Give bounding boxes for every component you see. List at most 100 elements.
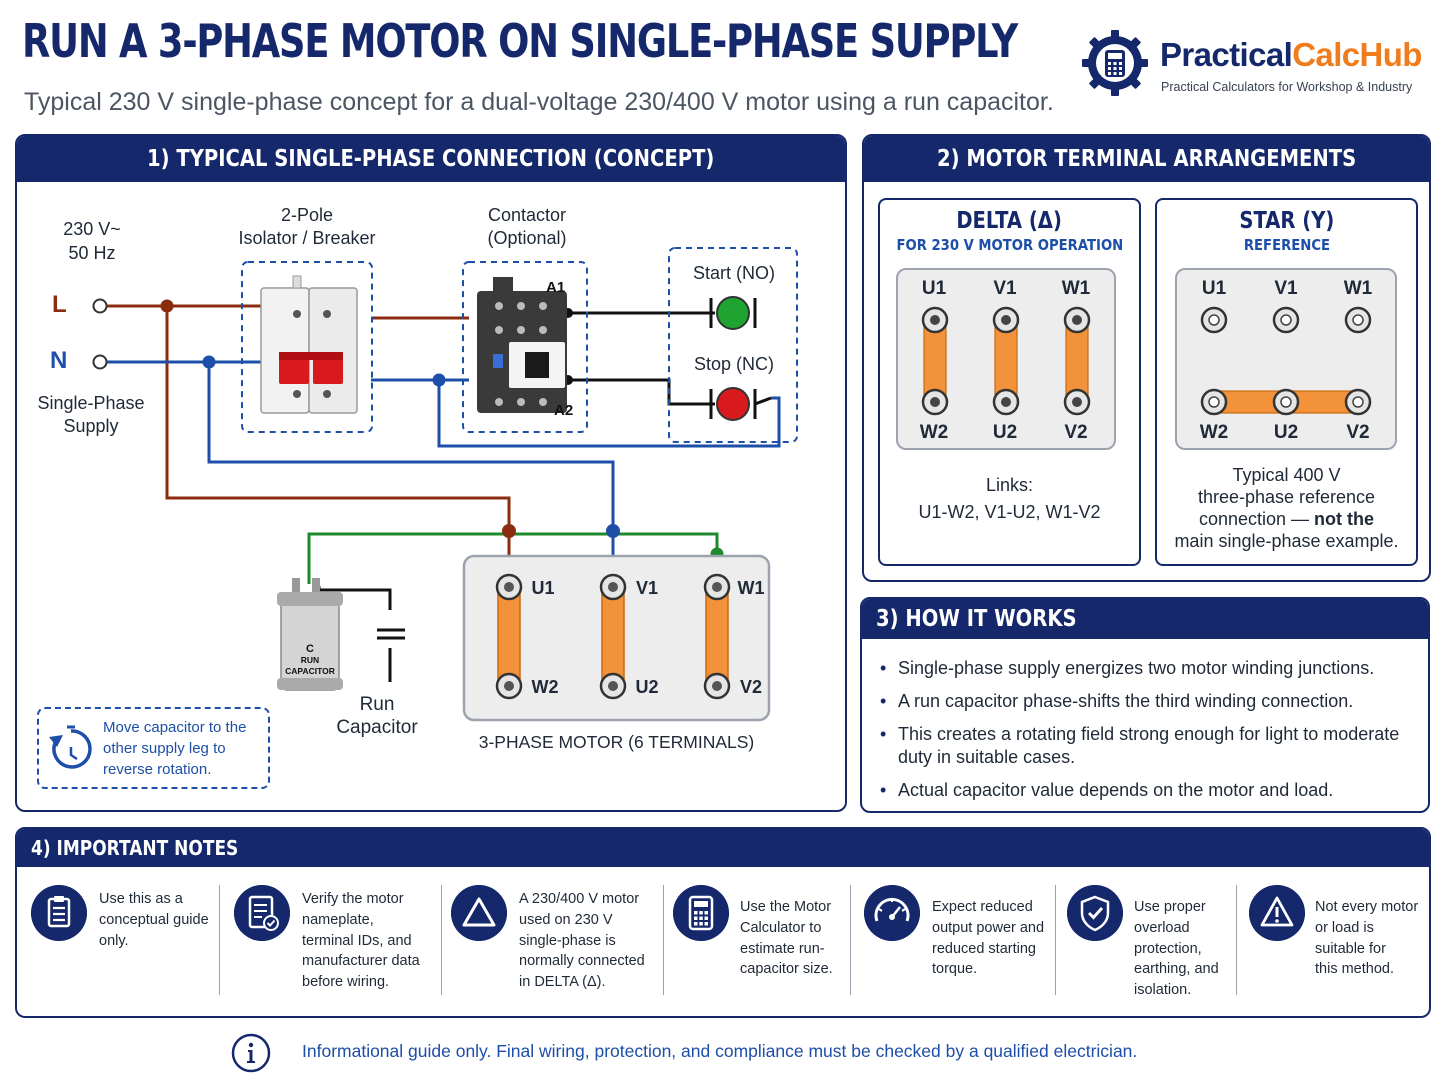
isolator-label-line1: 2-Pole	[280, 205, 334, 225]
connection-panel-header: 1) TYPICAL SINGLE-PHASE CONNECTION (CONC…	[17, 136, 845, 182]
delta-subtitle: FOR 230 V MOTOR OPERATION	[896, 236, 1123, 254]
calculator-icon	[673, 885, 729, 941]
document-check-icon	[234, 885, 290, 941]
supply-label-line2: Supply	[63, 416, 119, 436]
delta-links-text: U1-W2, V1-U2, W1-V2	[918, 502, 1101, 522]
brand-name[interactable]: PracticalCalcHub	[1160, 36, 1422, 73]
warning-icon	[1249, 885, 1305, 941]
line-terminal	[92, 298, 108, 314]
stop-button-symbol	[709, 387, 772, 421]
coil-a2-label: A2	[554, 402, 574, 419]
star-terminal-w1: W1	[1343, 278, 1373, 299]
star-terminal-w2: W2	[1199, 422, 1229, 443]
list-item: Single-phase supply energizes two motor …	[878, 657, 1418, 680]
supply-label-line1: Single-Phase	[37, 393, 145, 413]
list-item: A run capacitor phase-shifts the third w…	[878, 690, 1418, 713]
motor-terminal-u1: U1	[531, 578, 555, 598]
wiring-diagram	[92, 247, 798, 722]
disclaimer-text: Informational guide only. Final wiring, …	[302, 1041, 1138, 1061]
star-note-line3: connection — not the	[1198, 509, 1375, 529]
star-note-line4: main single-phase example.	[1174, 531, 1399, 551]
gauge-icon	[864, 885, 920, 941]
gear-calculator-icon	[1082, 30, 1148, 96]
run-capacitor-label-line2: Capacitor	[336, 717, 418, 738]
motor-terminal-w1: W1	[737, 578, 765, 598]
start-button-label: Start (NO)	[692, 263, 775, 283]
star-terminal-u1: U1	[1201, 278, 1227, 299]
star-terminal-u2: U2	[1273, 422, 1299, 443]
terminal-arrangements-header: 2) MOTOR TERMINAL ARRANGEMENTS	[864, 136, 1429, 182]
clipboard-icon	[31, 885, 87, 941]
info-icon	[231, 1033, 271, 1073]
how-it-works-header: 3) HOW IT WORKS	[862, 599, 1428, 639]
contactor-label-line2: (Optional)	[487, 228, 567, 248]
note-divider	[441, 885, 442, 995]
neutral-wire	[107, 360, 781, 531]
contactor-dashed-box	[462, 261, 588, 433]
list-item: Actual capacitor value depends on the mo…	[878, 779, 1418, 802]
supply-voltage-label: 230 V~	[63, 219, 121, 239]
shield-check-icon	[1067, 885, 1123, 941]
reverse-note-line2: other supply leg to	[103, 740, 226, 757]
note-divider	[663, 885, 664, 995]
star-terminal-block: U1 V1 W1 W2 U2 V2	[1175, 268, 1397, 450]
connection-panel: 1) TYPICAL SINGLE-PHASE CONNECTION (CONC…	[15, 134, 847, 812]
delta-terminal-u1: U1	[921, 278, 947, 299]
line-label: L	[52, 291, 67, 318]
delta-terminal-u2: U2	[992, 422, 1018, 443]
pushbutton-dashed-box	[668, 247, 798, 443]
reverse-note-line1: Move capacitor to the	[103, 719, 247, 736]
how-it-works-list: Single-phase supply energizes two motor …	[878, 657, 1418, 811]
contactor	[477, 277, 567, 413]
terminal-arrangements-panel: 2) MOTOR TERMINAL ARRANGEMENTS DELTA (Δ)…	[862, 134, 1431, 582]
delta-terminal-w1: W1	[1061, 278, 1091, 299]
note-divider	[1236, 885, 1237, 995]
isolator-label-line2: Isolator / Breaker	[238, 228, 376, 248]
delta-terminal-block: U1 V1 W1 W2 U2 V2	[896, 268, 1116, 450]
star-terminal-v1: V1	[1274, 278, 1298, 299]
isolator-dashed-box	[241, 261, 373, 433]
motor-label: 3-PHASE MOTOR (6 TERMINALS)	[478, 732, 755, 752]
motor-terminal-v2: V2	[739, 677, 763, 697]
neutral-terminal	[92, 354, 108, 370]
star-note-line1: Typical 400 V	[1232, 465, 1341, 485]
start-button-symbol	[709, 296, 757, 330]
brand-tagline: Practical Calculators for Workshop & Ind…	[1161, 80, 1413, 94]
delta-terminal-w2: W2	[919, 422, 949, 443]
motor-terminal-w2: W2	[531, 677, 559, 697]
motor-terminal-u2: U2	[635, 677, 659, 697]
delta-terminal-v1: V1	[993, 278, 1017, 299]
list-item: This creates a rotating field strong eno…	[878, 723, 1418, 769]
note-divider	[219, 885, 220, 995]
delta-box: DELTA (Δ) FOR 230 V MOTOR OPERATION U1	[878, 198, 1141, 566]
star-box: STAR (Y) REFERENCE U1 V1 W1 W2 U2 V2 Typ…	[1155, 198, 1418, 566]
how-it-works-panel: 3) HOW IT WORKS Single-phase supply ener…	[860, 597, 1430, 813]
delta-terminal-v2: V2	[1064, 422, 1088, 443]
page-subtitle: Typical 230 V single-phase concept for a…	[24, 88, 1054, 116]
note-divider	[1055, 885, 1056, 995]
run-capacitor-label-line1: Run	[359, 694, 395, 715]
neutral-label: N	[50, 347, 68, 374]
run-capacitor	[277, 578, 343, 691]
motor-terminal-v1: V1	[635, 578, 659, 598]
stop-button-label: Stop (NC)	[693, 354, 774, 374]
coil-a1-label: A1	[546, 279, 566, 296]
star-terminal-v2: V2	[1346, 422, 1370, 443]
star-note-line2: three-phase reference	[1197, 487, 1376, 507]
junction-dots	[160, 299, 724, 561]
rotate-arrow-icon	[49, 725, 92, 769]
note-divider	[850, 885, 851, 995]
capacitor-body-text: C RUN CAPACITOR	[285, 643, 335, 677]
triangle-delta-icon	[451, 885, 507, 941]
supply-frequency-label: 50 Hz	[68, 243, 116, 263]
star-subtitle: REFERENCE	[1243, 236, 1330, 254]
contactor-label-line1: Contactor	[487, 205, 567, 225]
delta-title: DELTA (Δ)	[956, 208, 1063, 234]
